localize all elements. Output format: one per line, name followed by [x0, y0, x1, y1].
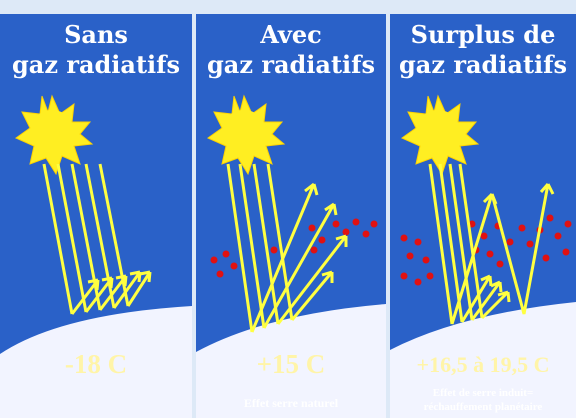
panel-title: Avec gaz radiatifs	[196, 20, 386, 80]
caption: Effet serre naturel	[196, 396, 386, 410]
caption-line1: Effet serre naturel	[243, 396, 339, 410]
caption-line2: réchauffement planétaire	[423, 401, 543, 413]
panel-illustration	[196, 94, 386, 418]
panel-excess-gases: Surplus de gaz radiatifs +16,5 à 19,5 C …	[390, 14, 576, 418]
reflected-rays	[250, 182, 348, 333]
sunlight-rays	[226, 163, 294, 333]
panel-title-line2: gaz radiatifs	[12, 50, 180, 79]
panel-title-line1: Avec	[260, 20, 322, 49]
panel-title-line1: Sans	[64, 20, 128, 49]
panel-title: Sans gaz radiatifs	[0, 20, 192, 80]
gas-molecules	[400, 214, 572, 286]
sun-icon	[400, 94, 480, 176]
panel-without-gases: Sans gaz radiatifs -18 C	[0, 14, 192, 418]
caption-line1: Effet de serre induit=	[432, 387, 534, 399]
temperature-label: +15 C	[256, 349, 326, 379]
panel-title: Surplus de gaz radiatifs	[390, 20, 576, 80]
reflected-rays	[450, 183, 555, 325]
sun-icon	[206, 94, 286, 176]
gas-molecules	[210, 218, 378, 278]
panel-with-gases: Avec gaz radiatifs +15 C Effet serre nat…	[196, 14, 386, 418]
temperature-label: +16,5 à 19,5 C	[416, 352, 550, 377]
panel-illustration	[0, 94, 192, 418]
panel-title-line2: gaz radiatifs	[207, 50, 375, 79]
ground	[196, 304, 386, 418]
panel-illustration	[390, 94, 576, 418]
caption: Effet de serre induit= réchauffement pla…	[390, 386, 576, 414]
ground	[0, 306, 192, 418]
sun-icon	[14, 94, 94, 176]
reflected-rays	[70, 270, 152, 315]
ground	[390, 302, 576, 418]
panel-title-line2: gaz radiatifs	[399, 50, 567, 79]
panel-title-line1: Surplus de	[410, 20, 556, 49]
temperature-label: -18 C	[64, 349, 128, 379]
